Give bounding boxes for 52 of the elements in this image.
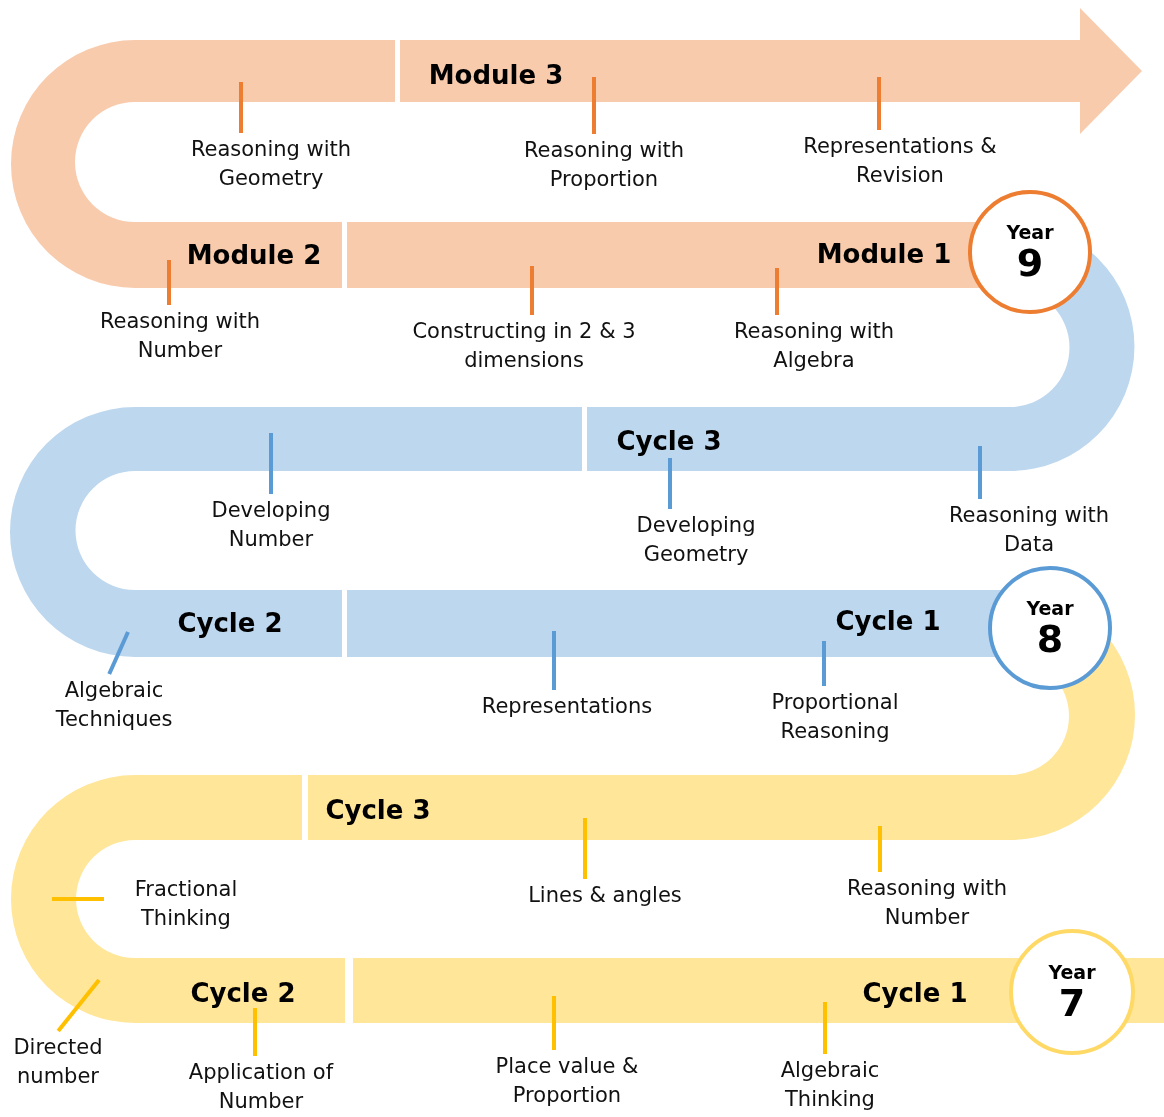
topic-label: Place value & Proportion	[467, 1052, 667, 1110]
year-number: 7	[1058, 983, 1086, 1023]
leader-line	[822, 641, 826, 686]
segment-heading: Cycle 3	[325, 795, 431, 825]
leader-line	[56, 978, 101, 1033]
topic-label: Representations	[457, 692, 677, 721]
leader-line	[552, 631, 556, 690]
topic-label: Algebraic Techniques	[34, 676, 194, 734]
year-label: Year	[1006, 221, 1054, 243]
leader-line	[668, 458, 672, 509]
segment-heading: Module 3	[428, 60, 564, 90]
topic-label: Developing Number	[191, 496, 351, 554]
leader-line	[52, 897, 104, 901]
segment-heading: Cycle 2	[177, 608, 283, 638]
leader-line	[167, 260, 171, 305]
topic-label: Representations & Revision	[795, 132, 1005, 190]
topic-label: Reasoning with Number	[827, 874, 1027, 932]
leader-line	[592, 77, 596, 134]
topic-label: Algebraic Thinking	[755, 1056, 905, 1114]
year-number: 9	[1016, 243, 1044, 283]
segment-heading: Module 2	[186, 240, 322, 270]
topic-label: Reasoning with Number	[80, 307, 280, 365]
year-label: Year	[1026, 597, 1074, 619]
year-number: 8	[1036, 619, 1064, 659]
topic-label: Reasoning with Proportion	[504, 136, 704, 194]
topic-label: Reasoning with Data	[929, 501, 1129, 559]
topic-label: Directed number	[0, 1033, 116, 1091]
topic-label: Application of Number	[161, 1058, 361, 1116]
segment-heading: Module 1	[816, 239, 952, 269]
leader-line	[253, 1008, 257, 1056]
leader-line	[978, 446, 982, 499]
segment-heading: Cycle 3	[616, 426, 722, 456]
leader-line	[878, 826, 882, 872]
year-label: Year	[1048, 961, 1096, 983]
topic-label: Fractional Thinking	[106, 875, 266, 933]
leader-line	[269, 433, 273, 494]
leader-line	[552, 996, 556, 1050]
topic-label: Constructing in 2 & 3 dimensions	[399, 317, 649, 375]
segment-heading: Cycle 2	[190, 978, 296, 1008]
topic-label: Proportional Reasoning	[745, 688, 925, 746]
topic-label: Reasoning with Algebra	[714, 317, 914, 375]
leader-line	[877, 77, 881, 130]
leader-line	[823, 1002, 827, 1054]
segment-heading: Cycle 1	[835, 606, 941, 636]
segment-heading: Cycle 1	[862, 978, 968, 1008]
leader-line	[775, 268, 779, 315]
leader-line	[239, 82, 243, 133]
topic-label: Lines & angles	[495, 881, 715, 910]
topic-label: Developing Geometry	[616, 511, 776, 569]
leader-line	[530, 266, 534, 315]
leader-line	[583, 818, 587, 879]
topic-label: Reasoning with Geometry	[171, 135, 371, 193]
